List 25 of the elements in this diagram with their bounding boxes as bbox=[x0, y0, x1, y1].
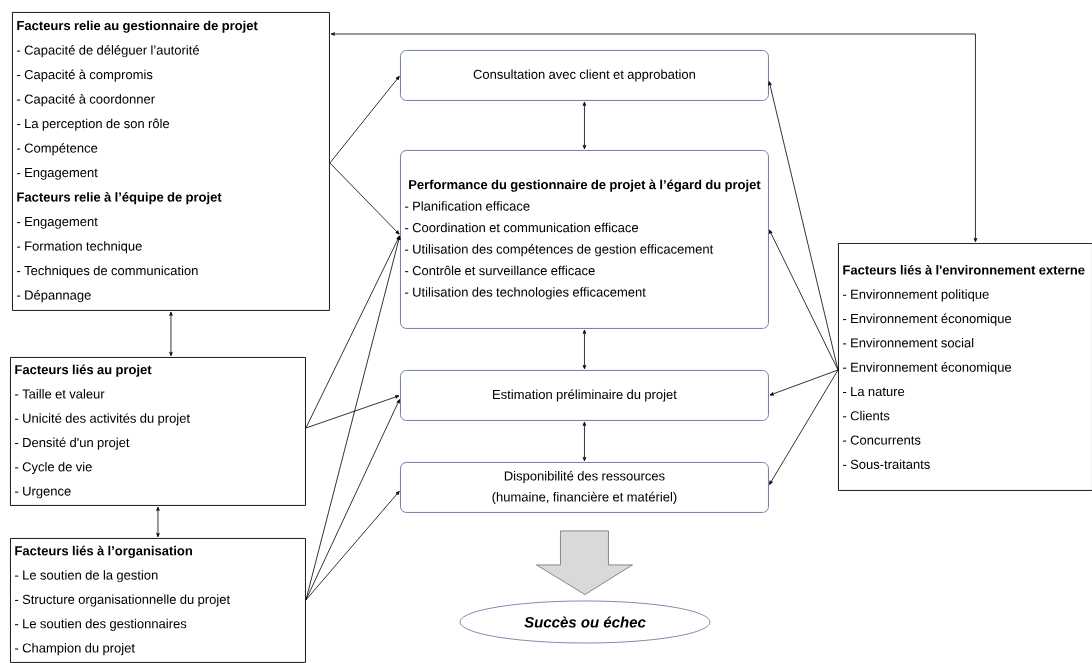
arrow bbox=[169, 311, 173, 357]
factor-box: Facteurs liés à l'environnement externe - Environnement politique - Environnement économique - Environnement social - Environnement économique - La nature - Clients - Concurrents - Sous-traitants bbox=[838, 243, 1092, 491]
factor-box: Facteurs liés à l’organisation - Le soutien de la gestion - Structure organisationnelle du projet - Le soutien des gestionnaires - Champion du projet bbox=[10, 538, 306, 663]
arrow bbox=[330, 32, 978, 243]
arrow bbox=[305, 490, 400, 601]
arrow bbox=[582, 329, 587, 370]
factor-box: Facteurs liés au projet - Taille et valeur - Unicité des activités du projet - Densité d'un projet - Cycle de vie - Urgence bbox=[10, 357, 306, 506]
process-box: Estimation préliminaire du projet bbox=[400, 370, 769, 421]
factor-box: Facteurs relie au gestionnaire de projet - Capacité de déléguer l’autorité - Capacité à compromis - Capacité à coordonner - La perception de son rôle - Compétence - Engagement Facteurs relie à l’équipe de projet - Engagement - Formation technique - Techniques de communication - Dépannage bbox=[12, 12, 330, 311]
arrow bbox=[305, 235, 400, 429]
process-box: Disponibilité des ressources (humaine, financière et matériel) bbox=[400, 462, 769, 513]
arrow bbox=[769, 229, 839, 371]
process-box: Consultation avec client et approbation bbox=[400, 50, 769, 101]
arrow bbox=[769, 369, 839, 485]
arrow bbox=[156, 506, 160, 538]
arrow bbox=[582, 421, 587, 462]
block-arrow bbox=[536, 530, 633, 595]
arrow bbox=[329, 162, 400, 235]
process-box: Performance du gestionnaire de projet à l’égard du projet - Planification efficace - Coordination et communication efficace - Utilisation des compétences de gestion efficacement - Contrôle et surveillance efficace - Utilisation des technologies efficacement bbox=[400, 150, 769, 329]
arrow bbox=[305, 395, 400, 429]
arrow bbox=[329, 75, 400, 164]
arrow bbox=[582, 101, 587, 150]
arrow bbox=[768, 81, 839, 371]
arrow bbox=[305, 399, 400, 601]
arrow bbox=[769, 369, 839, 396]
